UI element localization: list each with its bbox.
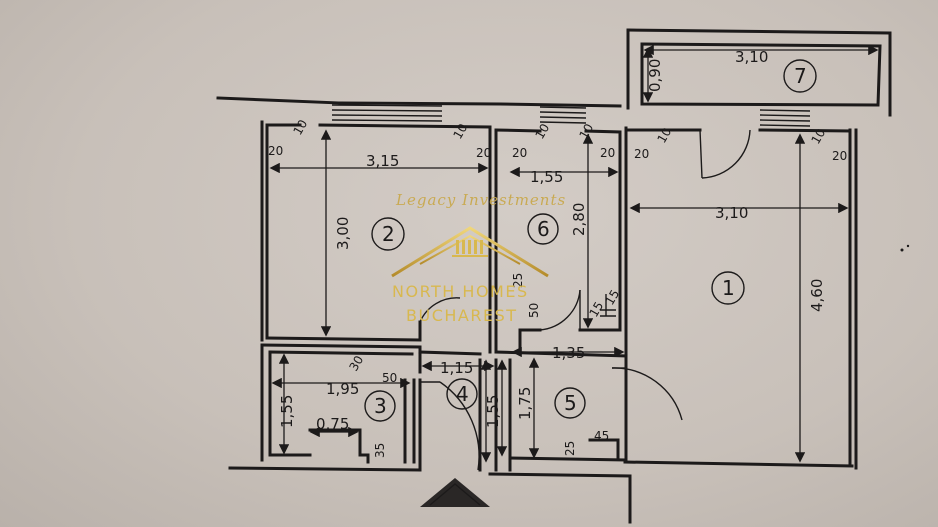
svg-text:4: 4 — [456, 382, 469, 406]
wall-label: 10 — [576, 121, 596, 141]
wall-label: 20 — [634, 147, 649, 161]
wall-label: 15 — [586, 299, 606, 319]
wall-label: 10 — [450, 121, 470, 141]
interior-walls — [260, 123, 852, 472]
svg-text:2: 2 — [382, 222, 395, 246]
room2-width-label: 3,15 — [366, 152, 399, 170]
room-2-label: 2 — [371, 217, 405, 251]
watermark-logo: Legacy Investments NORTH HOMES BUCHAREST — [391, 191, 566, 325]
room3-width-label: 1,95 — [326, 380, 359, 398]
wall-thickness-labels: 20 10 10 20 20 10 10 20 20 10 10 20 30 5… — [268, 117, 847, 458]
window-room2 — [331, 104, 443, 122]
svg-text:7: 7 — [794, 64, 807, 88]
watermark-brand-line2: BUCHAREST — [406, 306, 518, 325]
windows — [331, 104, 811, 127]
room2-length-label: 3,00 — [334, 217, 352, 250]
balcony-depth-label: 0,90 — [646, 59, 664, 92]
room5-width-label: 1,35 — [552, 344, 585, 362]
wall-label: 25 — [511, 273, 525, 288]
stray-marks — [900, 244, 910, 252]
house-roof-icon — [391, 226, 549, 278]
wall-label: 20 — [832, 149, 847, 163]
room1-length-label: 4,60 — [808, 279, 826, 312]
room-3-label: 3 — [364, 390, 396, 422]
wall-label: 20 — [476, 146, 491, 160]
doors — [419, 129, 751, 471]
hall-width-label: 1,15 — [440, 359, 473, 377]
svg-text:5: 5 — [564, 391, 577, 415]
svg-text:3: 3 — [374, 394, 387, 418]
wall-label: 30 — [346, 353, 366, 373]
room3-length-label: 1,55 — [278, 395, 296, 428]
wall-label: 15 — [602, 287, 622, 307]
wall-label: 25 — [563, 441, 577, 456]
window-room6 — [539, 106, 587, 124]
wall-label: 10 — [532, 121, 552, 141]
wall-label: 50 — [527, 303, 541, 318]
room-5-label: 5 — [554, 387, 586, 419]
entrance-marker — [420, 478, 490, 507]
room3-inner-label: 0,75 — [316, 415, 349, 433]
room6-length-label: 2,80 — [570, 203, 588, 236]
room-numbers: 1 2 3 4 5 6 7 — [364, 59, 817, 422]
room-1-label: 1 — [711, 271, 745, 305]
wall-label: 20 — [600, 146, 615, 160]
wall-label: 35 — [373, 443, 387, 458]
wall-label: 10 — [808, 126, 828, 146]
wall-label: 10 — [654, 125, 674, 145]
room-6-label: 6 — [527, 213, 559, 245]
dimension-labels: 3,10 0,90 3,15 3,00 1,55 2,80 3,10 4,60 … — [278, 48, 826, 433]
outer-walls — [216, 28, 892, 524]
wall-label: 20 — [268, 144, 283, 158]
wall-label: 45 — [594, 429, 609, 443]
watermark-brand-line1: NORTH HOMES — [392, 282, 529, 301]
svg-text:6: 6 — [537, 217, 550, 241]
wall-label: 20 — [512, 146, 527, 160]
room-7-label: 7 — [783, 59, 817, 93]
balcony-width-label: 3,10 — [735, 48, 768, 66]
room-4-label: 4 — [446, 378, 478, 410]
wall-label: 50 — [382, 371, 397, 385]
svg-text:1: 1 — [722, 276, 735, 300]
hall-length-label: 1,55 — [484, 395, 502, 428]
dimension-lines — [269, 44, 879, 463]
wall-label: 10 — [290, 117, 310, 137]
room5-length-label: 1,75 — [516, 387, 534, 420]
room6-width-label: 1,55 — [530, 168, 563, 186]
watermark-tagline: Legacy Investments — [395, 191, 566, 209]
window-room1 — [759, 109, 811, 127]
room1-width-label: 3,10 — [715, 204, 748, 222]
